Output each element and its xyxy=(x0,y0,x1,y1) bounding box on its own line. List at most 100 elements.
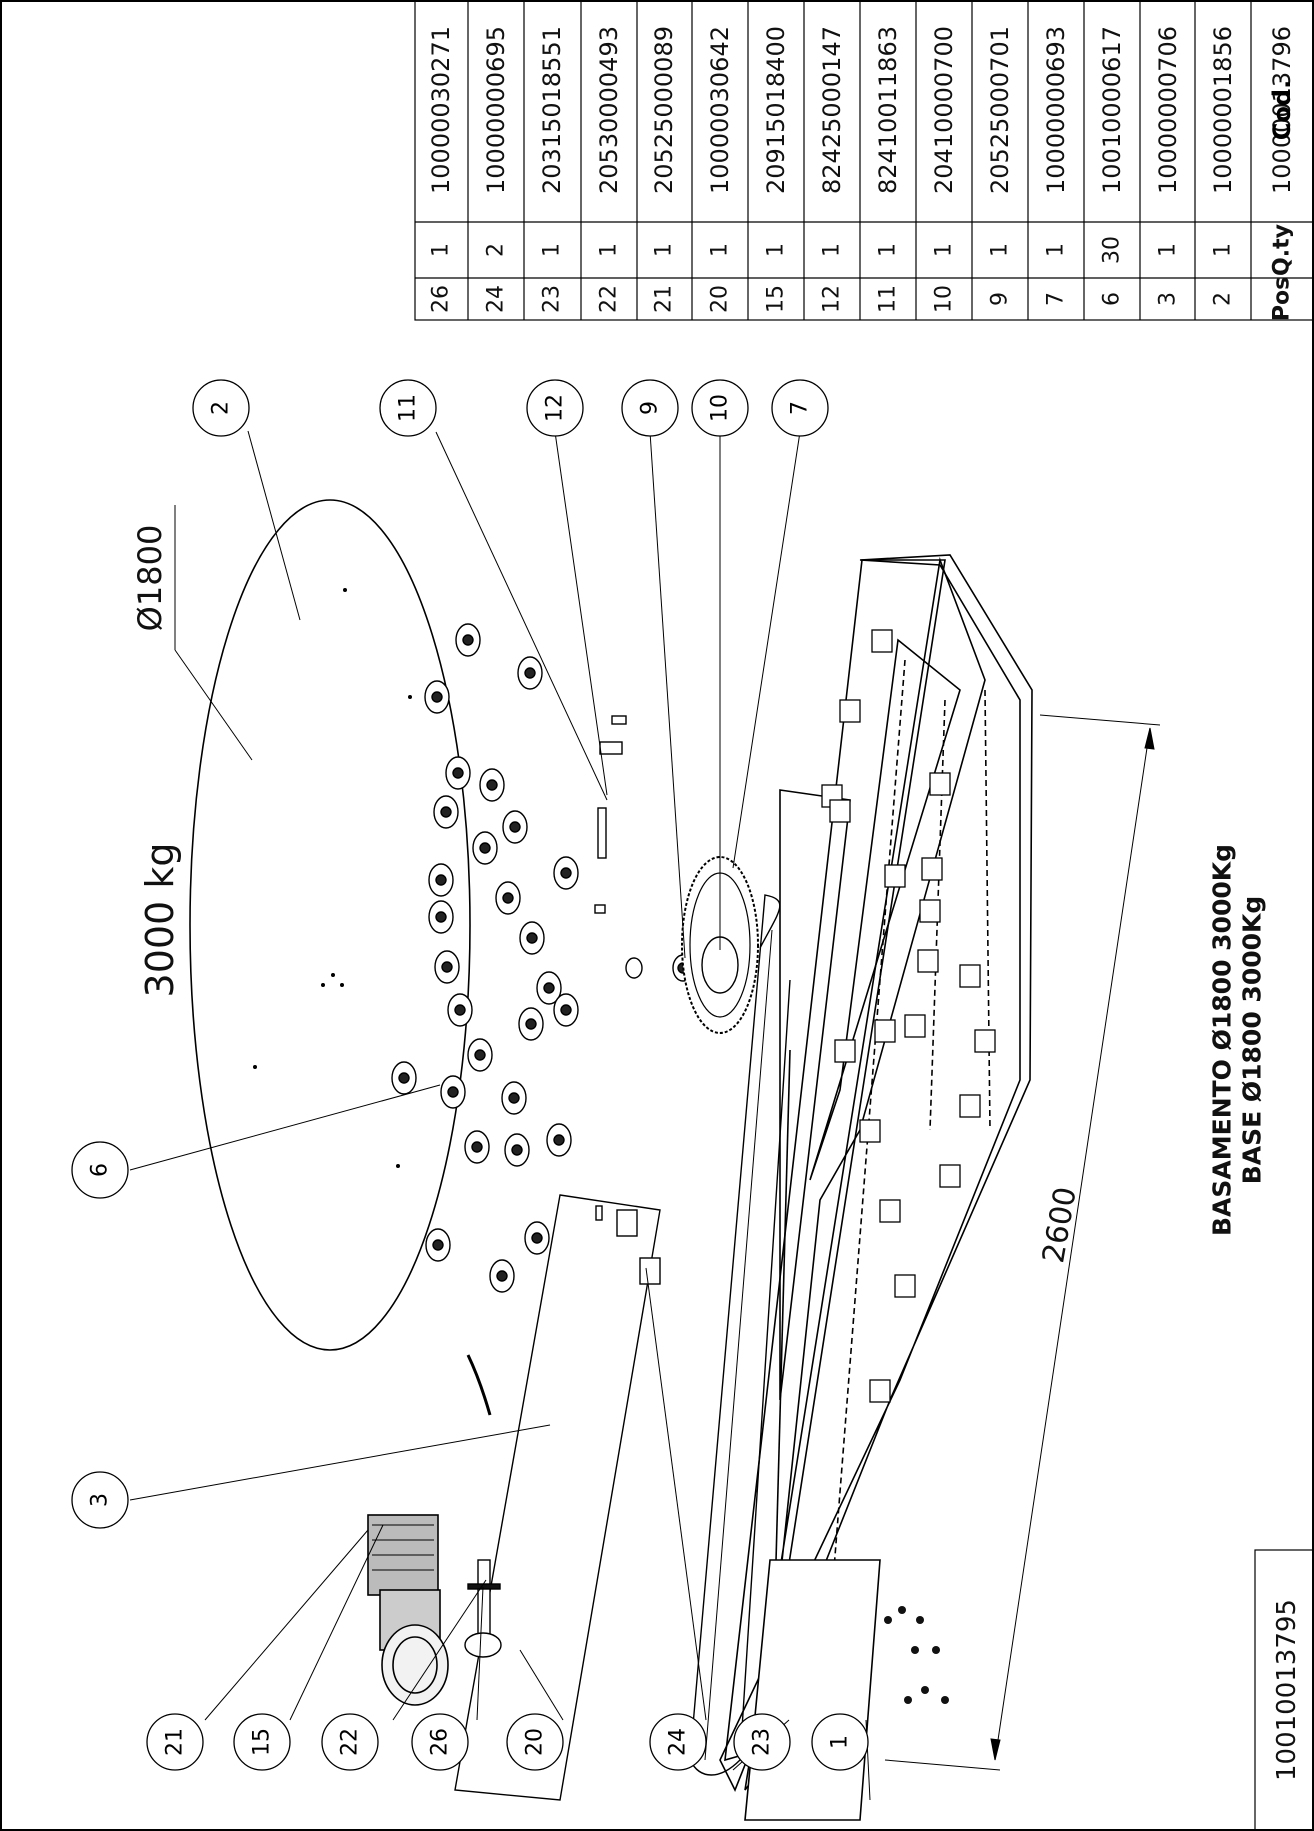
gear-motor xyxy=(367,1514,449,1706)
roller-icon xyxy=(519,921,545,955)
bom-header-pos: Pos xyxy=(1270,277,1295,321)
drawing-title: BASAMENTO Ø1800 3000Kg BASE Ø1800 3000Kg xyxy=(1208,844,1267,1236)
motor-icon xyxy=(381,1624,449,1706)
roller-icon xyxy=(502,810,528,844)
roller-icon xyxy=(425,1228,451,1262)
bom-qty: 1 xyxy=(1044,243,1069,257)
bom-code: 82410011863 xyxy=(874,26,902,194)
roller-icon xyxy=(433,795,459,829)
roller-icon xyxy=(517,656,543,690)
bom-code: 10000013796 xyxy=(1268,26,1296,194)
turntable-disc xyxy=(189,499,471,1351)
bom-pos: 21 xyxy=(652,285,677,313)
balloon-1: 1 xyxy=(828,1735,853,1749)
bom-pos: 24 xyxy=(484,285,509,313)
flange-icon xyxy=(464,1632,502,1658)
balloon-26: 26 xyxy=(428,1728,453,1756)
bom-pos: 10 xyxy=(932,285,957,313)
drawing-code: 10010013795 xyxy=(1272,1599,1302,1781)
balloon-20: 20 xyxy=(523,1728,548,1756)
bom-code: 20315018551 xyxy=(538,26,566,194)
roller-icon xyxy=(440,1075,466,1109)
bom-qty: 1 xyxy=(820,243,845,257)
bom-pos: 3 xyxy=(1156,292,1181,306)
bom-code: 20530000493 xyxy=(595,26,623,194)
drawing-code-box: 10010013795 xyxy=(1254,1549,1314,1831)
cover-plate xyxy=(454,1194,661,1801)
bom-header-qty: Q.ty xyxy=(1270,224,1295,276)
length-dimension xyxy=(884,714,1161,1771)
balloon-24: 24 xyxy=(666,1728,691,1756)
drive-chain-inner xyxy=(704,929,773,1761)
bom-qty: 1 xyxy=(932,243,957,257)
bom-pos: 26 xyxy=(429,285,454,313)
roller-icon xyxy=(501,1081,527,1115)
roller-icon xyxy=(464,1130,490,1164)
bom-pos: 23 xyxy=(540,285,565,313)
bom-pos: 9 xyxy=(988,292,1013,306)
roller-icon xyxy=(391,1061,417,1095)
balloon-2: 2 xyxy=(209,401,234,415)
roller-icon xyxy=(447,993,473,1027)
end-plate-holes xyxy=(884,1606,949,1704)
key-icon xyxy=(467,1583,501,1590)
bom-header-code: Cod. xyxy=(1268,80,1296,140)
bom-qty: 1 xyxy=(764,243,789,257)
frame-blocks xyxy=(821,629,996,1403)
bom-qty: 1 xyxy=(1211,243,1236,257)
bom-code: 10000000693 xyxy=(1042,26,1070,194)
bom-qty: 1 xyxy=(876,243,901,257)
bom-code: 10000030642 xyxy=(706,26,734,194)
roller-icon xyxy=(467,1038,493,1072)
roller-icon xyxy=(455,623,481,657)
balloon-11: 11 xyxy=(396,394,421,422)
bom-pos: 22 xyxy=(597,285,622,313)
bom-table: 10000030271 10000000695 20315018551 2053… xyxy=(414,0,1314,321)
diameter-label: Ø1800 xyxy=(131,525,169,632)
bom-code: 10000000695 xyxy=(482,26,510,194)
bom-pos: 20 xyxy=(708,285,733,313)
washer-icon xyxy=(625,957,643,979)
bom-qty: 1 xyxy=(708,243,733,257)
title-italian: BASAMENTO Ø1800 3000Kg xyxy=(1208,844,1237,1236)
balloon-6: 6 xyxy=(88,1163,113,1177)
small-parts xyxy=(594,715,694,982)
roller-icon xyxy=(524,1221,550,1255)
balloon-22: 22 xyxy=(338,1728,363,1756)
roller-icon xyxy=(495,881,521,915)
roller-icon xyxy=(489,1259,515,1293)
bom-qty: 1 xyxy=(597,243,622,257)
callouts: 2 11 12 9 10 7 6 3 21 15 22 26 20 24 23 … xyxy=(71,379,871,1801)
base-frame xyxy=(719,554,1033,1821)
diameter-leader xyxy=(174,649,253,761)
pin-icon xyxy=(597,807,607,859)
drive-shaft xyxy=(464,1559,502,1658)
balloon-21: 21 xyxy=(163,1728,188,1756)
cover-clip xyxy=(466,1354,492,1416)
roller-icon xyxy=(472,831,498,865)
nut-icon xyxy=(594,904,606,914)
spacer-icon xyxy=(639,1257,661,1285)
disc-holes xyxy=(253,588,412,1168)
screw-icon xyxy=(595,1205,603,1221)
spacers xyxy=(595,1205,661,1285)
bom-pos: 15 xyxy=(764,285,789,313)
bom-qty: 30 xyxy=(1100,236,1125,264)
balloon-12: 12 xyxy=(543,394,568,422)
shaft-icon xyxy=(477,1559,491,1639)
bom-code: 82425000147 xyxy=(818,26,846,194)
bom-code: 10010000617 xyxy=(1098,26,1126,194)
balloon-15: 15 xyxy=(250,1728,275,1756)
balloon-23: 23 xyxy=(750,1728,775,1756)
roller-icon xyxy=(434,950,460,984)
bom-code: 20410000700 xyxy=(930,26,958,194)
roller-icon xyxy=(428,863,454,897)
roller-icon xyxy=(428,900,454,934)
bom-qty: 1 xyxy=(1156,243,1181,257)
bom-qty: 2 xyxy=(484,243,509,257)
roller-icon xyxy=(553,856,579,890)
balloon-10: 10 xyxy=(708,394,733,422)
bom-pos: 11 xyxy=(876,285,901,313)
